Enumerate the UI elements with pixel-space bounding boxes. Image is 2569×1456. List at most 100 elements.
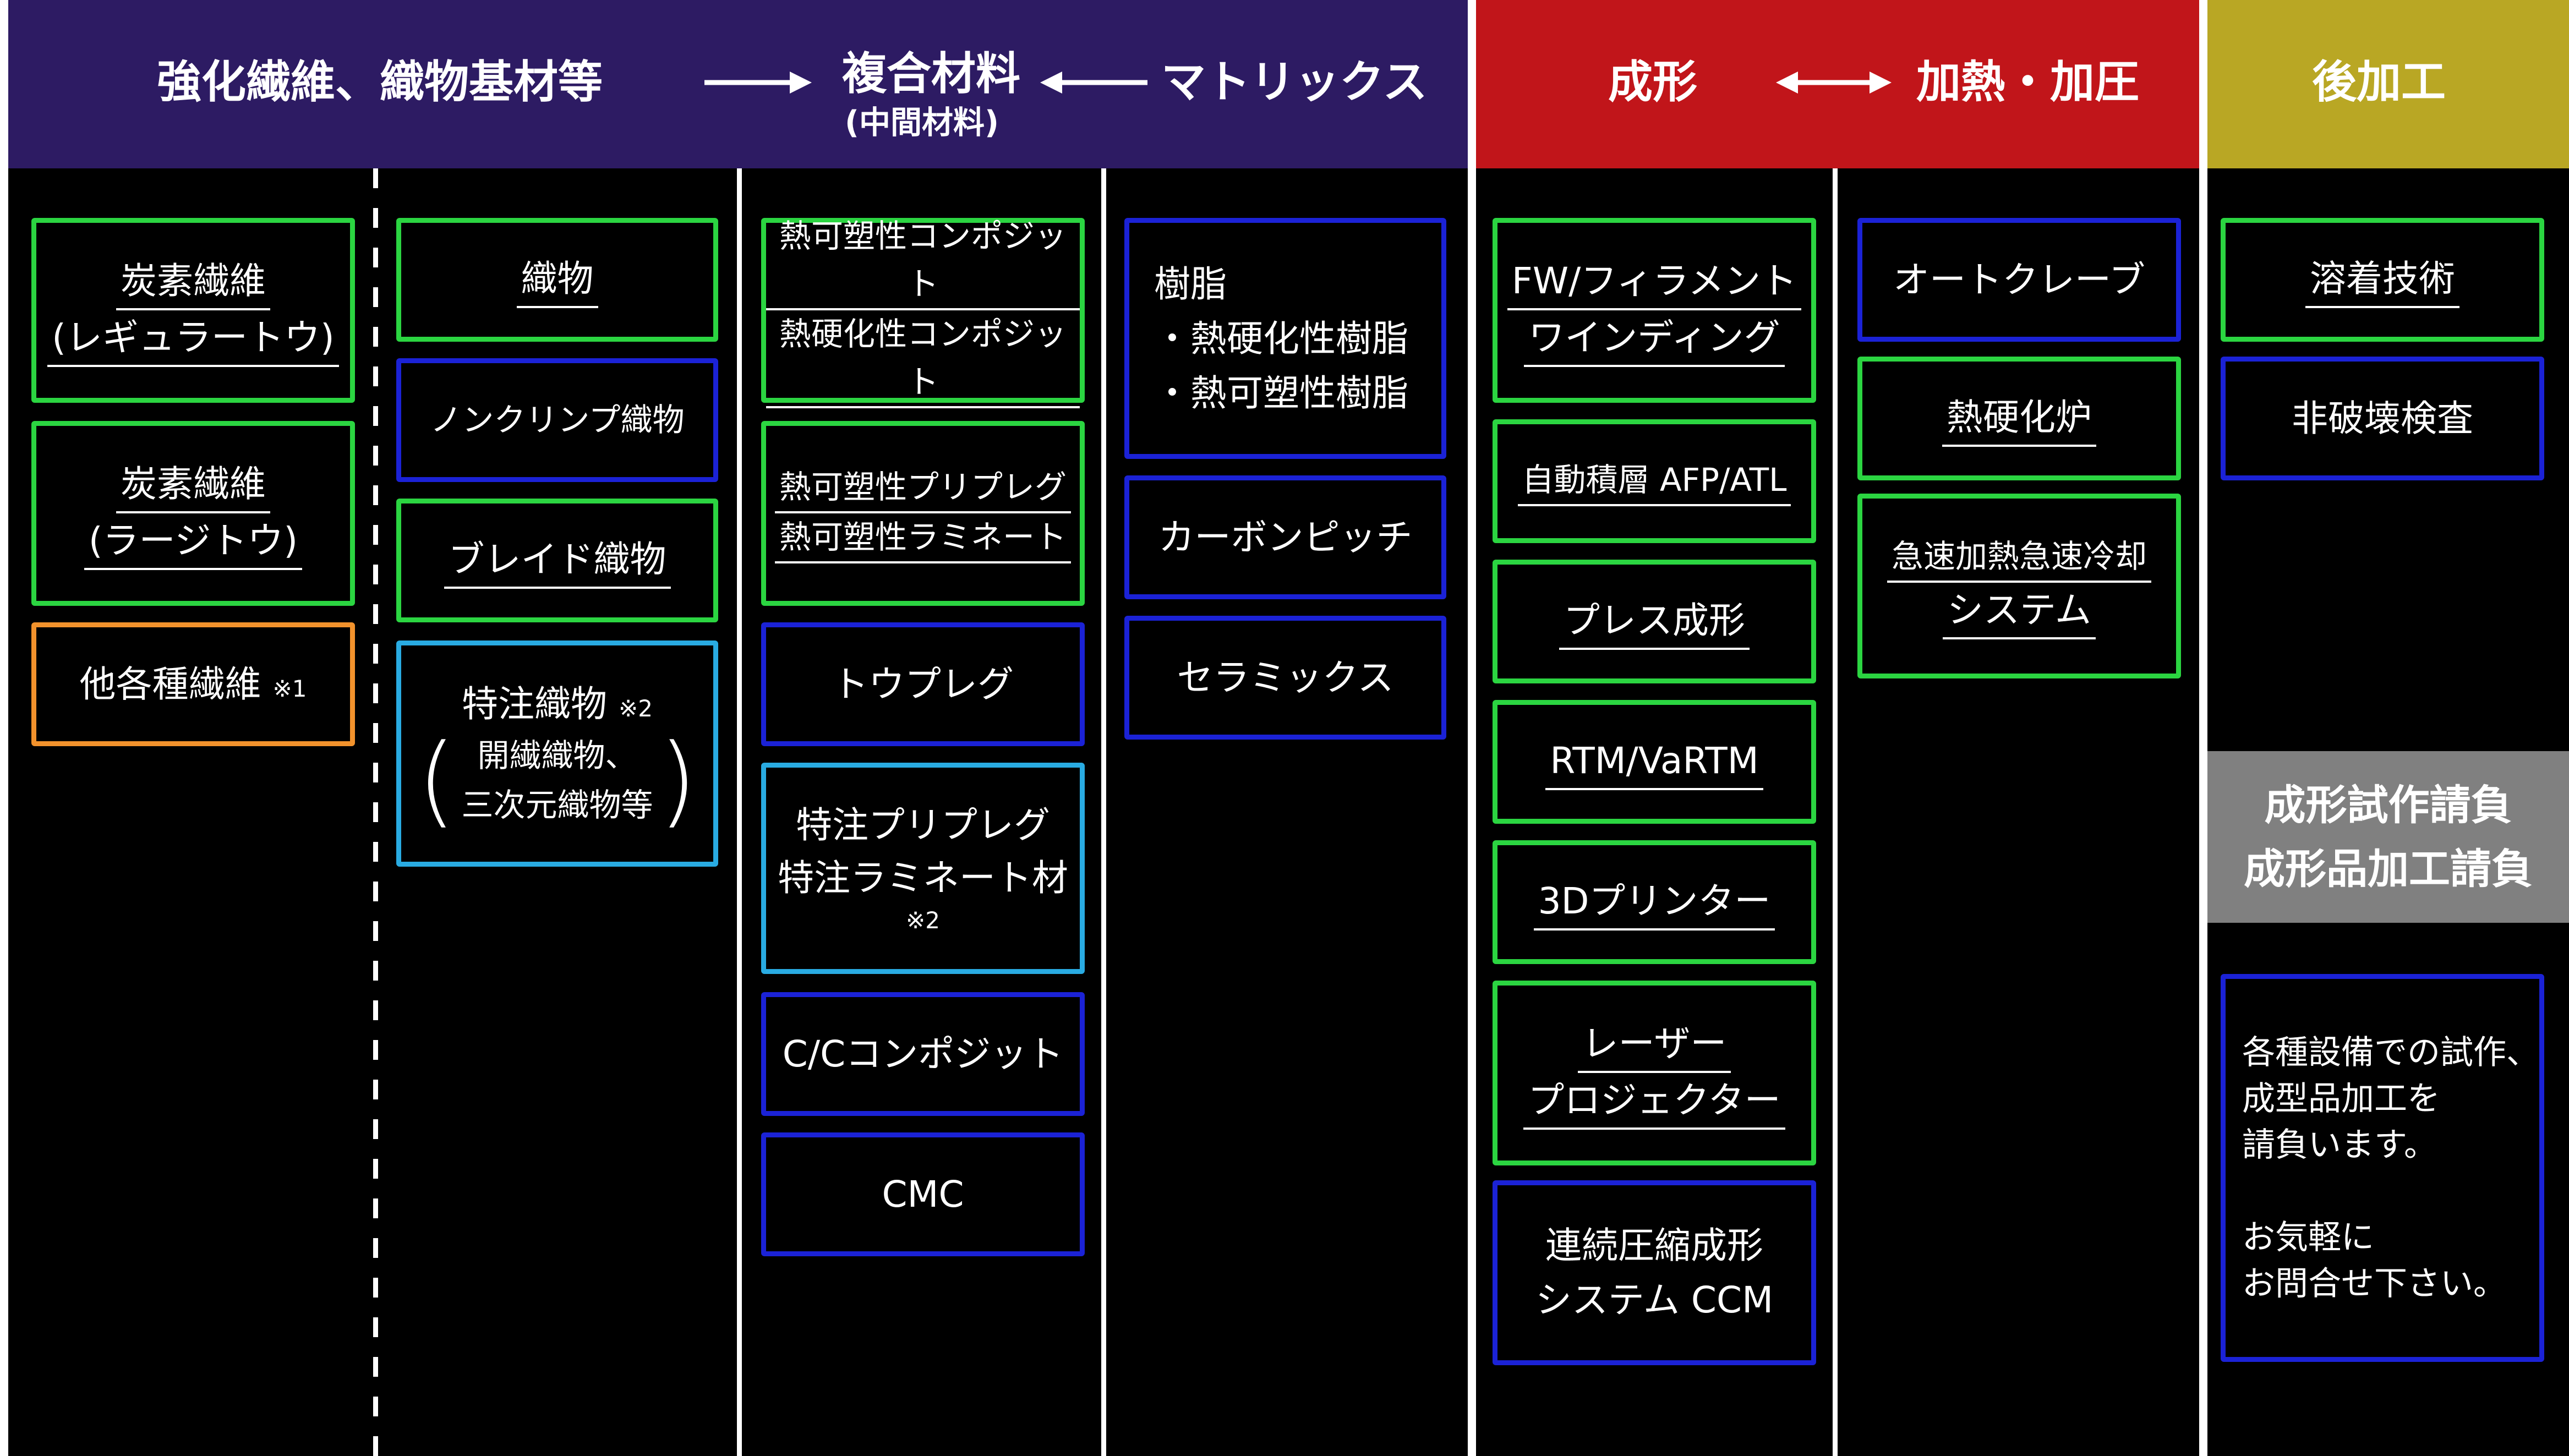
label-info-2: 成型品加工を bbox=[2242, 1079, 2440, 1118]
label-custom-prepreg: 特注プリプレグ bbox=[796, 803, 1050, 846]
label-afp: 自動積層 AFP/ATL bbox=[1517, 456, 1791, 506]
arrow-both-icon bbox=[1776, 66, 1892, 99]
note-2: ※2 bbox=[619, 695, 653, 722]
box-custom-prepreg: 特注プリプレグ 特注ラミネート材 ※2 bbox=[761, 763, 1085, 974]
label-cmc: CMC bbox=[882, 1173, 964, 1216]
label-info-3: 請負います。 bbox=[2242, 1125, 2437, 1164]
label-info-5: お問合せ下さい。 bbox=[2242, 1264, 2506, 1303]
box-press: プレス成形 bbox=[1493, 560, 1816, 683]
label-large-tow: (ラージトウ) bbox=[84, 513, 303, 570]
box-other-fibers: 他各種繊維 ※1 bbox=[31, 622, 355, 746]
box-rtm: RTM/VaRTM bbox=[1493, 700, 1816, 824]
label-pitch: カーボンピッチ bbox=[1158, 516, 1413, 559]
box-cc-composite: C/Cコンポジット bbox=[761, 992, 1085, 1116]
box-ccm: 連続圧縮成形 システム CCM bbox=[1493, 1180, 1816, 1365]
panel-process bbox=[1476, 168, 2199, 1456]
box-resin: 樹脂 ・熱硬化性樹脂 ・熱可塑性樹脂 bbox=[1124, 218, 1446, 459]
box-autoclave: オートクレーブ bbox=[1857, 218, 2181, 342]
header-post-processing: 後加工 bbox=[2207, 0, 2569, 168]
label-contract-1: 成形試作請負 bbox=[2264, 780, 2512, 829]
box-carbon-fiber-regular: 炭素繊維 (レギュラートウ) bbox=[31, 218, 355, 403]
header-reinforcement: 強化繊維、織物基材等 bbox=[157, 57, 603, 108]
box-3d-printer: 3Dプリンター bbox=[1493, 840, 1816, 964]
label-curing-oven: 熱硬化炉 bbox=[1942, 390, 2096, 447]
box-carbon-fiber-large: 炭素繊維 (ラージトウ) bbox=[31, 421, 355, 606]
label-ts-composite: 熱硬化性コンポジット bbox=[766, 310, 1080, 408]
separator-dashed bbox=[373, 168, 378, 1456]
label-3d-woven: 三次元織物等 bbox=[461, 786, 653, 824]
label-welding: 溶着技術 bbox=[2305, 251, 2459, 308]
box-ndt: 非破壊検査 bbox=[2221, 357, 2544, 480]
box-curing-oven: 熱硬化炉 bbox=[1857, 357, 2181, 480]
label-woven: 織物 bbox=[516, 251, 598, 308]
note-1: ※1 bbox=[272, 675, 307, 702]
separator-1 bbox=[737, 168, 742, 1456]
label-tp-prepreg: 熱可塑性プリプレグ bbox=[774, 463, 1071, 513]
header-materials: 強化繊維、織物基材等 複合材料 (中間材料) マトリックス bbox=[8, 0, 1468, 168]
label-laser-1: レーザー bbox=[1577, 1016, 1731, 1073]
box-towpreg: トウプレグ bbox=[761, 622, 1085, 746]
header-matrix: マトリックス bbox=[1161, 57, 1428, 108]
label-contract-2: 成形品加工請負 bbox=[2243, 845, 2533, 893]
note-3: ※2 bbox=[906, 907, 940, 934]
label-rapid-1: 急速加熱急速冷却 bbox=[1887, 533, 2151, 583]
label-thermoset-resin: ・熱硬化性樹脂 bbox=[1154, 317, 1408, 360]
box-ceramics: セラミックス bbox=[1124, 616, 1446, 740]
label-carbon-fiber-2: 炭素繊維 bbox=[116, 457, 270, 513]
arrow-left-icon bbox=[1040, 66, 1147, 99]
header-post: 後加工 bbox=[2312, 57, 2446, 108]
box-rapid-heat-cool: 急速加熱急速冷却 システム bbox=[1857, 494, 2181, 678]
label-towpreg: トウプレグ bbox=[832, 663, 1014, 705]
separator-2 bbox=[1101, 168, 1106, 1456]
label-fw-2: ワインディング bbox=[1524, 310, 1785, 367]
box-contact-info: 各種設備での試作、 成型品加工を 請負います。 お気軽に お問合せ下さい。 bbox=[2221, 974, 2544, 1362]
label-tp-composite: 熱可塑性コンポジット bbox=[766, 212, 1080, 310]
box-braid: ブレイド織物 bbox=[396, 499, 718, 622]
label-ccm-1: 連続圧縮成形 bbox=[1545, 1224, 1763, 1267]
label-custom-laminate: 特注ラミネート材 bbox=[778, 856, 1068, 899]
label-ccm-2: システム CCM bbox=[1535, 1279, 1774, 1321]
header-molding: 成形 bbox=[1608, 57, 1698, 108]
label-other-fibers: 他各種繊維 bbox=[79, 663, 261, 705]
label-3d-printer: 3Dプリンター bbox=[1533, 874, 1775, 930]
label-autoclave: オートクレーブ bbox=[1893, 259, 2146, 301]
box-custom-textile: 特注織物 ※2 ( 開繊織物、三次元織物等 ) bbox=[396, 641, 718, 867]
arrow-right-icon bbox=[704, 66, 812, 99]
label-ndt: 非破壊検査 bbox=[2292, 397, 2473, 440]
header-composite: 複合材料 bbox=[842, 48, 1021, 100]
label-braid: ブレイド織物 bbox=[444, 532, 671, 589]
box-woven: 織物 bbox=[396, 218, 718, 342]
label-rapid-2: システム bbox=[1942, 583, 2096, 639]
header-heating: 加熱・加圧 bbox=[1916, 57, 2140, 108]
box-welding: 溶着技術 bbox=[2221, 218, 2544, 342]
header-composite-sub: (中間材料) bbox=[845, 105, 999, 141]
label-fw-1: FW/フィラメント bbox=[1507, 254, 1802, 310]
paren-group: ( 開繊織物、三次元織物等 ) bbox=[417, 723, 697, 838]
label-carbon-fiber: 炭素繊維 bbox=[116, 254, 270, 310]
separator-3 bbox=[1833, 168, 1838, 1456]
box-thermo-composite: 熱可塑性コンポジット 熱硬化性コンポジット bbox=[761, 217, 1085, 408]
label-resin: 樹脂 bbox=[1154, 262, 1227, 305]
box-tp-prepreg: 熱可塑性プリプレグ 熱可塑性ラミネート bbox=[761, 421, 1085, 606]
label-thermoplastic-resin: ・熱可塑性樹脂 bbox=[1154, 371, 1408, 414]
box-cmc: CMC bbox=[761, 1132, 1085, 1256]
label-rtm: RTM/VaRTM bbox=[1545, 734, 1763, 790]
box-noncrimp: ノンクリンプ織物 bbox=[396, 358, 718, 482]
label-press: プレス成形 bbox=[1559, 593, 1750, 650]
box-pitch: カーボンピッチ bbox=[1124, 475, 1446, 599]
box-laser-projector: レーザー プロジェクター bbox=[1493, 981, 1816, 1165]
label-laser-2: プロジェクター bbox=[1523, 1073, 1785, 1130]
label-tp-laminate: 熱可塑性ラミネート bbox=[774, 513, 1071, 563]
label-ceramics: セラミックス bbox=[1177, 656, 1394, 699]
header-process: 成形 加熱・加圧 bbox=[1476, 0, 2199, 168]
label-spread-woven: 開繊織物、 bbox=[477, 737, 637, 775]
label-noncrimp: ノンクリンプ織物 bbox=[430, 401, 685, 439]
box-fw: FW/フィラメント ワインディング bbox=[1493, 218, 1816, 403]
label-regular-tow: (レギュラートウ) bbox=[47, 310, 339, 367]
box-afp: 自動積層 AFP/ATL bbox=[1493, 419, 1816, 543]
label-info-4: お気軽に bbox=[2242, 1218, 2374, 1257]
contract-banner: 成形試作請負 成形品加工請負 bbox=[2207, 751, 2569, 923]
label-custom-textile: 特注織物 bbox=[462, 683, 608, 726]
label-cc-composite: C/Cコンポジット bbox=[782, 1033, 1064, 1075]
